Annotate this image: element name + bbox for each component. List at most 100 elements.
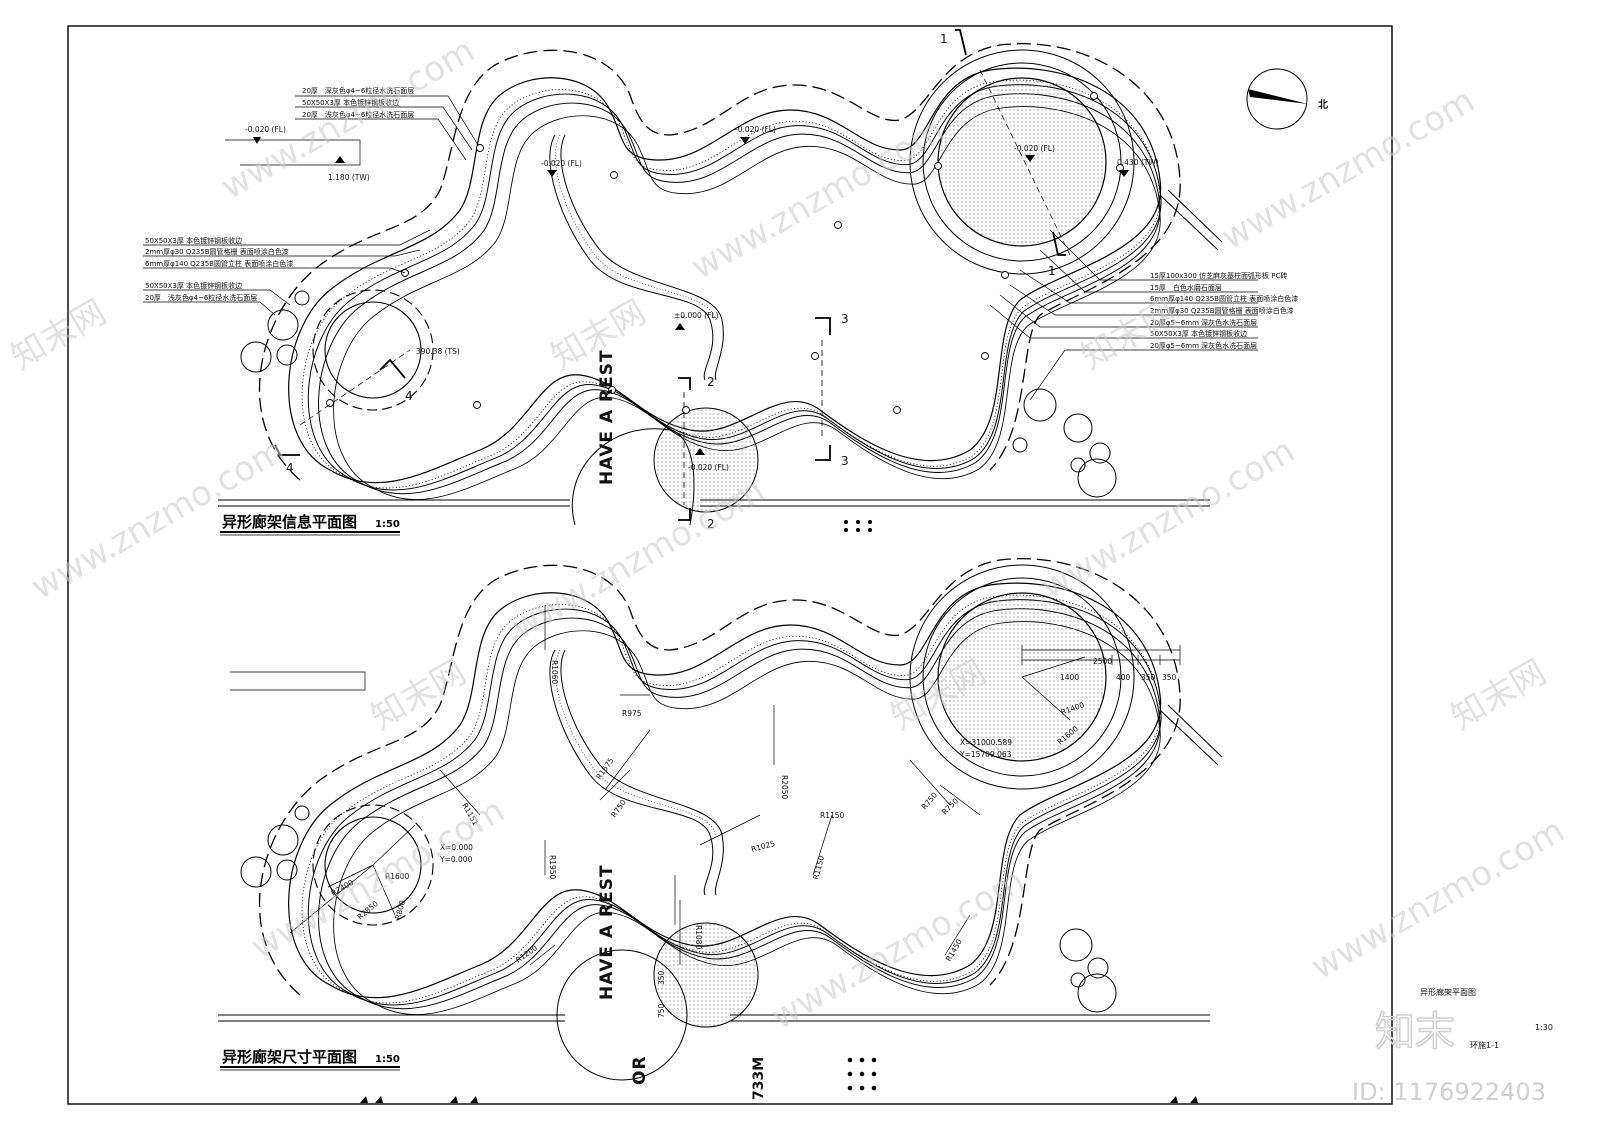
plaza-circle-left [324,816,422,914]
radius-leaders [289,605,1086,966]
watermark-text: www.znzmo.com [685,111,952,288]
radius-label: R750 [920,790,940,811]
section-number: 3 [841,454,849,468]
north-arrow [1246,68,1308,130]
ground-text: HAVE A REST [597,349,617,485]
radius-label: R1950 [548,855,557,880]
material-note: 50X50X3厚 本色镀锌钢板收边 [145,236,242,245]
inner-curved-path-a [549,649,714,896]
inner-curved-path-a [549,134,714,381]
tree-cluster-right [1059,928,1117,1013]
watermark-text: www.znzmo.com [1035,431,1302,608]
grass-marks [360,1096,1198,1103]
column-set [326,92,1124,414]
watermark-text: www.znzmo.com [505,471,772,648]
coord-label: X=0.000 [440,843,473,852]
plan-scale: 1:50 [375,519,400,530]
dimension-label: 2500 [1093,657,1112,666]
information-plan: -0.020 (FL) 1.180 (TW) -0.020 (FL) -0.02… [143,29,1328,536]
outer-dashed-boundary [258,43,1181,481]
dimension-plan: R1600 R2400 R2850 R800 R1151 R1200 R1950… [218,520,1223,1103]
elevation-label: ±0.000 (FL) [674,311,719,320]
tree-cluster-left [240,805,310,888]
material-note: 50X50X3厚 本色镀锌钢板收边 [302,98,399,107]
inner-curved-path-b [560,649,724,896]
title-block-drawing-name: 异形廊架平面图 [1420,987,1476,997]
material-note: 6mm厚φ140 Q235B圆管立柱 表面喷涂白色漆 [145,259,293,268]
watermark-text: www.znzmo.com [1215,81,1482,258]
elevation-label: -0.020 (FL) [541,159,582,168]
section-number: 1 [940,32,948,46]
dimension-label: 1400 [1060,673,1079,682]
outer-dashed-boundary [258,558,1181,996]
section-number: 1 [1048,264,1056,278]
plaza-ring-right [922,577,1122,777]
material-note: 6mm厚φ140 Q235B圆管立柱 表面喷涂白色漆 [1150,294,1298,303]
material-note: 15厚100x300 仿芝麻灰基柱面弧形板 PC砖 [1150,271,1287,280]
elevation-label: -0.020 (FL) [735,125,776,134]
tree-cluster-left [240,290,310,373]
coord-label: X=31000.589 [960,738,1012,747]
site-edge-lines [218,189,1223,507]
elevation-label: 0.430 (TW) [1117,158,1159,167]
title-block-scale: 1:30 [1535,1023,1553,1032]
material-note: 50X50X3厚 本色镀锌钢板收边 [1150,329,1247,338]
material-note: 20厚 浅灰色φ4~6粒径水洗石面层 [145,293,257,302]
paving-dots [844,520,877,1091]
radius-label: R2050 [780,775,789,800]
plaza-circle-left [324,301,422,399]
elevation-label: 1.180 (TW) [328,173,370,182]
rest-circle-outline [571,428,695,526]
inner-curved-path-b [560,134,724,381]
mark-boxes [230,671,366,691]
plaza-ring-left [312,289,434,411]
tree-cluster-right [1012,388,1117,498]
north-label: 北 [1318,98,1328,111]
watermark-text: www.znzmo.com [1305,811,1572,988]
ground-text-distance: 733M [751,1057,767,1100]
plaza-ring-right [922,62,1122,262]
material-note: 2mm厚φ30 Q235B圆管格栅 表面喷涂白色漆 [1150,306,1294,315]
inner-curved-path-grating [555,649,717,836]
section-number: 2 [707,517,715,531]
watermark-brand: 知末网 [5,292,113,378]
coord-label: Y=0.000 [439,855,473,864]
material-note: 20厚 浅灰色φ4~6粒径水洗石面层 [302,110,414,119]
elevation-label: 390.38 (TS) [416,347,460,356]
small-dimension: 750 [657,1003,666,1018]
elevation-triangles [253,137,1129,455]
plaza-circle-bottom [653,407,759,513]
watermark-id: ID: 1176922403 [1352,1078,1546,1106]
watermark-brand: 知末网 [1445,652,1553,738]
plaza-ring-right-outer [909,49,1135,275]
material-note: 20厚 深灰色φ4~6粒径水洗石面层 [302,86,414,95]
plaza-circle-bottom [653,922,759,1028]
material-note: 50X50X3厚 本色镀锌钢板收边 [145,281,242,290]
radius-label: R1600 [385,872,410,881]
ground-text-or: OR [630,1055,650,1085]
dimension-label: 350 [1162,673,1177,682]
watermark-brand: 知末网 [365,652,473,738]
watermark-logo: 知末 [1375,1009,1455,1055]
section-mark-lines [274,29,1066,521]
radius-label: R1025 [750,839,776,854]
title-block-number: 环施1-1 [1470,1040,1499,1050]
radius-label: R1200 [514,943,539,964]
dimension-label: 400 [1116,673,1131,682]
elevation-label: -0.020 (FL) [245,125,286,134]
sheet-frame [67,25,1393,1105]
material-note: 20厚φ5~6mm 深灰色水洗石面层 [1150,341,1257,350]
radius-label: R750 [609,798,628,819]
elevation-label: -0.020 (FL) [1014,144,1055,153]
radius-label: R1150 [820,811,845,820]
section-number: 2 [707,375,715,389]
radius-label: R1080 [694,925,703,950]
inner-curved-path-grating [555,134,717,321]
elevation-label: -0.020 (FL) [688,463,729,472]
watermark-text: www.znzmo.com [765,861,1032,1038]
plan-title: 异形廊架尺寸平面图 [222,1048,357,1066]
radius-label: R800 [393,899,407,920]
radius-label: R750 [940,796,960,816]
material-note: 20厚φ5~6mm 深灰色水洗石面层 [1150,318,1257,327]
